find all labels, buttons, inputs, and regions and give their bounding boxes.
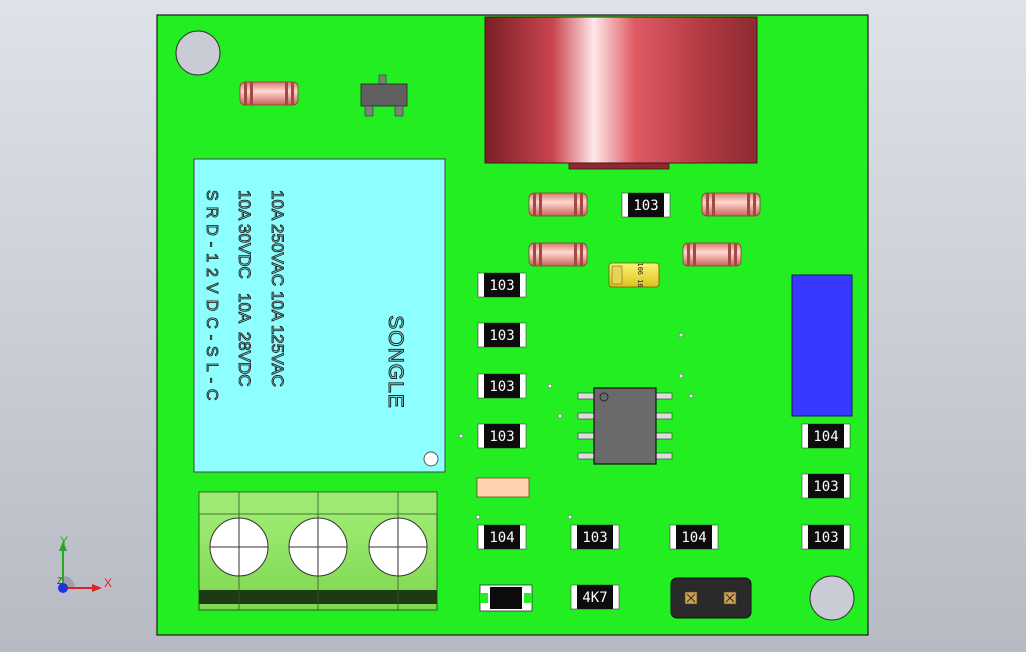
- axis-label-y: Y: [60, 534, 68, 548]
- smd-resistor-r11: 103: [801, 473, 851, 499]
- svg-text:104: 104: [813, 429, 838, 445]
- vias: [458, 332, 694, 520]
- svg-text:103: 103: [489, 278, 514, 294]
- smd-resistor-r1: 103: [621, 192, 671, 218]
- pin-header-2: [670, 577, 752, 619]
- relay-brand: SONGLE: [384, 315, 407, 409]
- svg-text:103: 103: [489, 328, 514, 344]
- trimmer-potentiometer: [791, 274, 853, 417]
- relay-rating-1: 10A 250VAC 10A 125VAC: [268, 190, 287, 387]
- svg-text:103: 103: [489, 429, 514, 445]
- svg-text:104: 104: [489, 530, 514, 546]
- screw-terminal-block: [198, 491, 438, 611]
- smd-resistor-r10: 104: [801, 423, 851, 449]
- smd-resistor-r6: 104: [477, 524, 527, 550]
- melf-resistor-4: [682, 242, 742, 267]
- smd-resistor-r5: 103: [477, 423, 527, 449]
- melf-resistor-1: [528, 192, 588, 217]
- relay: SONGLE 10A 250VAC 10A 125VAC 10A 30VDC 1…: [193, 158, 446, 473]
- screw-1: [209, 517, 269, 577]
- svg-text:103: 103: [813, 530, 838, 546]
- svg-text:103: 103: [813, 479, 838, 495]
- smd-resistor-r9: 104: [669, 524, 719, 550]
- melf-resistor-top: [239, 81, 299, 106]
- sot23-transistor: [360, 74, 408, 117]
- soic8-ic: [577, 387, 673, 465]
- electrolytic-capacitor: [484, 16, 758, 170]
- smd-resistor-r7: 103: [570, 524, 620, 550]
- axis-label-z: Z: [57, 576, 63, 586]
- svg-text:103: 103: [489, 379, 514, 395]
- smd-resistor-r3: 103: [477, 322, 527, 348]
- svg-text:106 16: 106 16: [636, 262, 644, 287]
- relay-rating-2: 10A 30VDC 10A 28VDC: [235, 190, 254, 387]
- smd-led: [479, 584, 533, 612]
- smd-resistor-r4: 103: [477, 373, 527, 399]
- mounting-hole-top-left: [175, 30, 221, 76]
- axis-label-x: X: [104, 576, 112, 590]
- relay-model: SRD-12VDC-SL-C: [203, 190, 220, 406]
- smd-resistor-r2: 103: [477, 272, 527, 298]
- smd-resistor-r12: 4K7: [570, 584, 620, 610]
- melf-resistor-3: [528, 242, 588, 267]
- screw-3: [368, 517, 428, 577]
- coordinate-axis-triad: Y X Z: [57, 534, 112, 593]
- svg-text:104: 104: [681, 530, 706, 546]
- melf-resistor-2: [701, 192, 761, 217]
- svg-text:4K7: 4K7: [582, 590, 607, 606]
- tantalum-capacitor: 106 16: [608, 262, 660, 288]
- svg-text:103: 103: [582, 530, 607, 546]
- screw-2: [288, 517, 348, 577]
- svg-text:103: 103: [633, 198, 658, 214]
- mounting-hole-bottom-right: [809, 575, 855, 621]
- smd-resistor-r8: 103: [801, 524, 851, 550]
- smd-component-beige: [476, 477, 530, 498]
